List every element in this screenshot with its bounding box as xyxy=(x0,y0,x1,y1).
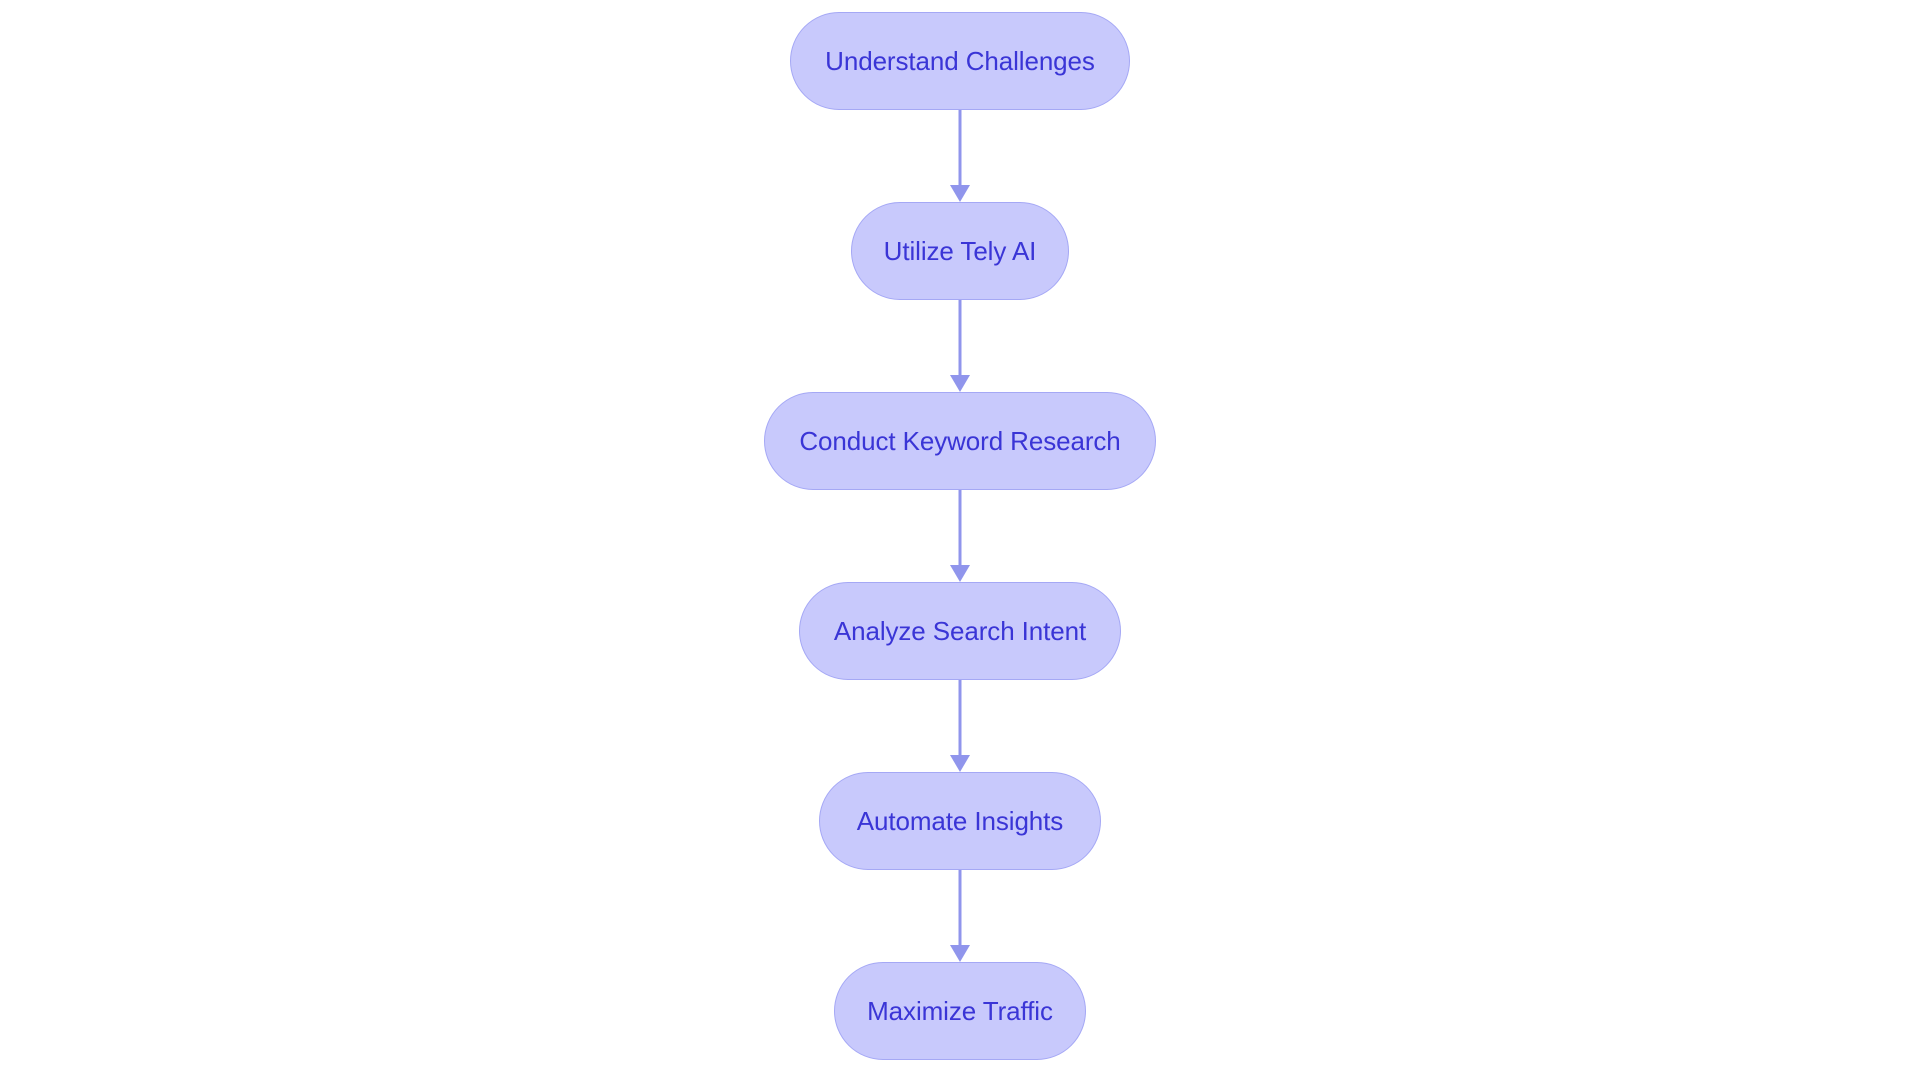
flow-connector-understand-challenges-to-utilize-tely-ai xyxy=(947,110,973,202)
flow-node-automate-insights[interactable]: Automate Insights xyxy=(819,772,1101,870)
connector-line-icon xyxy=(958,680,962,755)
connector-line-icon xyxy=(958,490,962,565)
flow-connector-conduct-keyword-research-to-analyze-search-intent xyxy=(947,490,973,582)
arrow-down-icon xyxy=(950,375,970,392)
flow-node-label: Analyze Search Intent xyxy=(833,615,1087,646)
flow-node-label: Maximize Traffic xyxy=(867,995,1053,1026)
connector-line-icon xyxy=(958,300,962,375)
flow-node-label: Understand Challenges xyxy=(825,45,1095,76)
flow-node-label: Automate Insights xyxy=(856,805,1064,836)
flow-node-label: Conduct Keyword Research xyxy=(799,425,1121,456)
flow-node-utilize-tely-ai[interactable]: Utilize Tely AI xyxy=(851,202,1069,300)
flow-connector-analyze-search-intent-to-automate-insights xyxy=(947,680,973,772)
connector-line-icon xyxy=(958,870,962,945)
connector-line-icon xyxy=(958,110,962,185)
arrow-down-icon xyxy=(950,945,970,962)
arrow-down-icon xyxy=(950,755,970,772)
flow-node-maximize-traffic[interactable]: Maximize Traffic xyxy=(834,962,1086,1060)
flow-node-understand-challenges[interactable]: Understand Challenges xyxy=(790,12,1130,110)
flow-node-analyze-search-intent[interactable]: Analyze Search Intent xyxy=(799,582,1121,680)
flow-node-label: Utilize Tely AI xyxy=(883,235,1037,266)
flow-connector-automate-insights-to-maximize-traffic xyxy=(947,870,973,962)
arrow-down-icon xyxy=(950,565,970,582)
flow-connector-utilize-tely-ai-to-conduct-keyword-research xyxy=(947,300,973,392)
arrow-down-icon xyxy=(950,185,970,202)
flow-node-conduct-keyword-research[interactable]: Conduct Keyword Research xyxy=(764,392,1156,490)
